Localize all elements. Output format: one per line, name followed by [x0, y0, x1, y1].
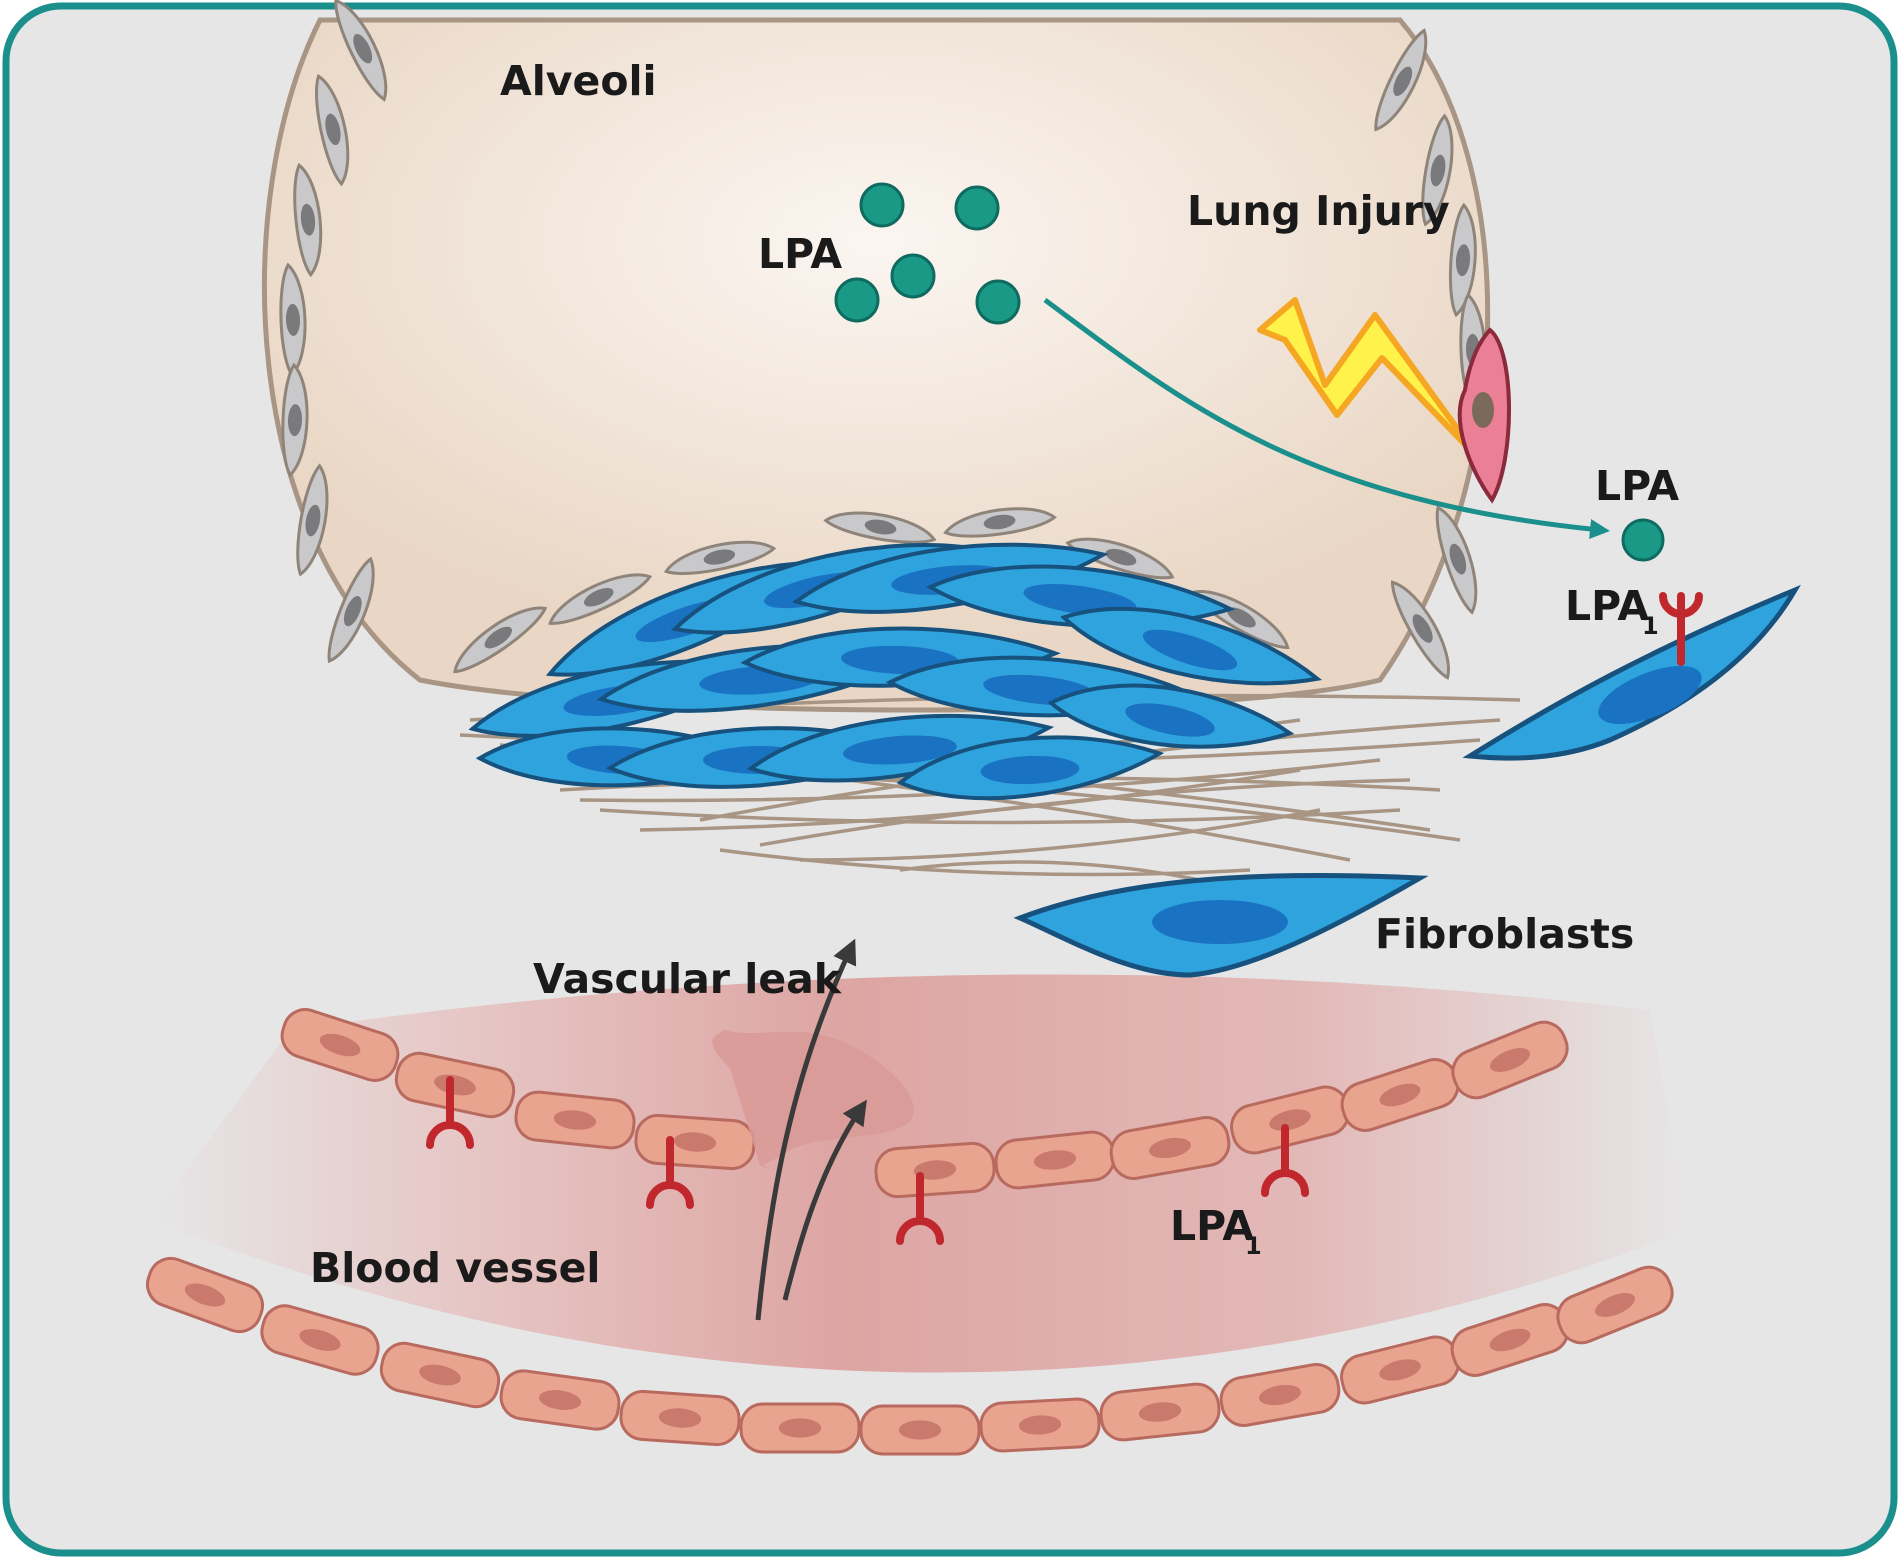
epithelial-cell: [1374, 28, 1428, 132]
label-blood-vessel: Blood vessel: [310, 1244, 600, 1292]
lpa-dot: [859, 182, 905, 228]
endothelial-cell: [394, 1051, 516, 1119]
vascular-leak-plume: [712, 1030, 914, 1170]
epithelial-cell: [548, 573, 653, 625]
label-vascular-leak: Vascular leak: [533, 955, 843, 1003]
label-fibroblasts: Fibroblasts: [1375, 910, 1634, 958]
endothelial-cell: [874, 1141, 996, 1199]
epithelial-cell: [453, 606, 548, 674]
lpa-receptor-icon: [896, 1172, 944, 1245]
endothelial-cell: [260, 1304, 380, 1376]
lpa-receptor-icon: [646, 1136, 694, 1209]
endothelial-cell: [1340, 1335, 1460, 1405]
alveolus: [261, 17, 1491, 713]
collagen-fiber: [719, 848, 1251, 877]
epithelial-cell: [1435, 505, 1478, 615]
fibroblast-cluster: [468, 542, 1322, 801]
epithelial-cell: [1421, 113, 1454, 227]
fibroblast-with-receptor: [1462, 584, 1801, 761]
epithelial-cell: [823, 511, 937, 544]
endothelial-cell: [499, 1369, 621, 1431]
collagen-fiber: [899, 860, 1201, 882]
fibroblast: [746, 713, 1055, 783]
label-lpa1-fibroblast-sub: 1: [1642, 612, 1659, 640]
collagen-fiber: [759, 778, 1411, 847]
label-lpa1-vessel: LPA: [1170, 1202, 1254, 1250]
fibroblast: [1047, 683, 1295, 749]
endothelial-cell: [619, 1389, 741, 1447]
vascular-leak-arrow: [755, 938, 857, 1321]
epithelial-cell: [943, 507, 1057, 538]
endothelial-cell: [1099, 1382, 1221, 1442]
lpa-molecules: [834, 182, 1665, 562]
epithelial-cell: [293, 162, 323, 278]
endothelial-cell: [1556, 1265, 1674, 1345]
endothelial-cell: [979, 1397, 1101, 1453]
endothelial-cell: [280, 1008, 400, 1082]
epithelial-cell: [281, 362, 309, 478]
endothelial-cell: [145, 1256, 265, 1334]
endothelial-cell: [379, 1341, 501, 1409]
endothelial-cell: [859, 1404, 981, 1456]
lpa-release-arrow: [1043, 297, 1610, 539]
injured-epithelial-cell: [1457, 327, 1511, 504]
endothelial-cell: [739, 1402, 861, 1454]
label-lpa-alveolar: LPA: [758, 230, 842, 278]
endothelial-cell: [994, 1130, 1116, 1190]
vessel-endothelium: [145, 1008, 1674, 1456]
fibroblast-single: [1013, 872, 1429, 978]
lpa-dot: [975, 279, 1021, 325]
lpa-dot: [890, 253, 936, 299]
lpa-receptor-icon: [1261, 1124, 1309, 1197]
label-lung-injury: Lung Injury: [1187, 187, 1450, 235]
epithelial-cell: [296, 463, 329, 577]
fibroblast: [896, 735, 1165, 801]
endothelial-cell: [1219, 1363, 1341, 1427]
lpa-dot-released: [1621, 518, 1665, 562]
epithelial-cell: [334, 0, 388, 102]
label-lpa1-fibroblast: LPA: [1565, 582, 1649, 630]
lpa-dot: [954, 185, 1000, 231]
epithelial-cell: [663, 540, 777, 575]
epithelial-cell: [1390, 580, 1450, 680]
vascular-leak-arrow-2: [782, 1099, 867, 1301]
lpa-receptor-icon: [426, 1076, 474, 1149]
vessel-receptors: [426, 1076, 1309, 1245]
lpa-receptor-icon: [1659, 592, 1703, 666]
epithelial-cell: [315, 73, 350, 187]
label-lpa-released: LPA: [1595, 462, 1679, 510]
collagen-fiber: [799, 808, 1321, 862]
label-alveoli: Alveoli: [500, 57, 657, 105]
lpa-dot: [834, 277, 880, 323]
endothelial-cell: [514, 1090, 636, 1150]
fibroblast: [1060, 606, 1322, 686]
endothelial-cell: [1109, 1116, 1231, 1180]
endothelial-cell: [1230, 1085, 1350, 1155]
endothelial-cell: [1340, 1058, 1460, 1132]
epithelial-cell: [327, 556, 375, 664]
endothelial-cell: [1451, 1020, 1569, 1100]
label-lpa1-vessel-sub: 1: [1245, 1232, 1262, 1260]
epithelial-cell: [1448, 202, 1477, 318]
endothelial-cell: [634, 1113, 756, 1171]
